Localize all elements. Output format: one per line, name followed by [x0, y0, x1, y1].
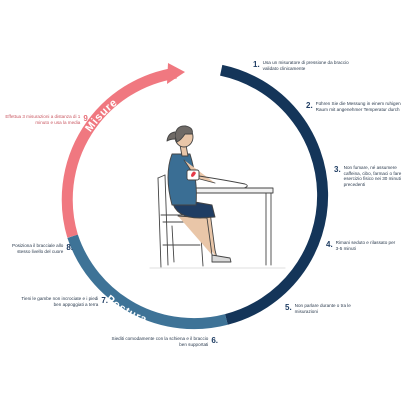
- step-number: 9.: [83, 114, 90, 123]
- step-2: 2. Führen Sie die Messung in einem ruhig…: [306, 101, 414, 112]
- condizioni-label: Condizioni: [343, 169, 358, 234]
- step-9: 9. Effettua 3 misurazioni a distanza di …: [5, 114, 90, 125]
- step-number: 1.: [253, 60, 260, 69]
- step-text: Non fumare, né assumere caffeina, cibo, …: [343, 165, 402, 187]
- step-4: 4. Rimani seduto e rilassato per 3-5 min…: [326, 240, 398, 251]
- postura-arc: [67, 234, 228, 330]
- step-text: Tieni le gambe non incrociate e i piedi …: [21, 296, 99, 307]
- misure-arc: [61, 67, 177, 238]
- step-number: 3.: [334, 165, 341, 174]
- step-text: Usa un misuratore di pressione da bracci…: [262, 60, 349, 71]
- step-1: 1. Usa un misuratore di pressione da bra…: [253, 60, 363, 71]
- step-number: 5.: [285, 303, 292, 312]
- condizioni-arc: [220, 64, 329, 325]
- step-text: Non parlare durante o tra le misurazioni: [294, 303, 351, 314]
- step-6: 6. Siediti comodamente con la schiena e …: [110, 336, 218, 347]
- step-text: Führen Sie die Messung in einem ruhigen …: [315, 101, 401, 112]
- step-8: 8. Posiziona il bracciale allo stesso li…: [0, 243, 73, 254]
- step-text: Rimani seduto e rilassato per 3-5 minuti: [335, 240, 396, 251]
- step-number: 8.: [66, 243, 73, 252]
- step-5: 5. Non parlare durante o tra le misurazi…: [285, 303, 357, 314]
- step-text: Siediti comodamente con la schiena e il …: [111, 336, 209, 347]
- step-number: 2.: [306, 101, 313, 110]
- step-number: 4.: [326, 240, 333, 249]
- step-number: 7.: [101, 296, 108, 305]
- step-number: 6.: [211, 336, 218, 345]
- step-text: Effettua 3 misurazioni a distanza di 1 m…: [5, 114, 81, 125]
- step-text: Posiziona il bracciale allo stesso livel…: [12, 243, 64, 254]
- misure-arrow-head-icon: [167, 63, 185, 84]
- seated-person-illustration: [149, 125, 286, 269]
- step-3: 3. Non fumare, né assumere caffeina, cib…: [334, 165, 412, 187]
- step-7: 7. Tieni le gambe non incrociate e i pie…: [20, 296, 108, 307]
